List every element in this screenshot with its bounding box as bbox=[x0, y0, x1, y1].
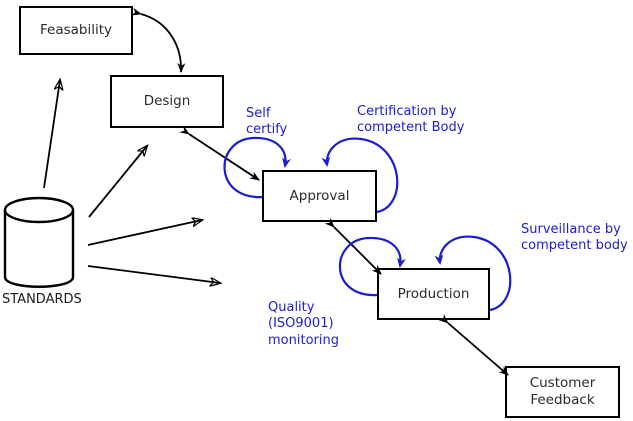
standards-cylinder-icon bbox=[3, 196, 75, 288]
connector-design-to-approval bbox=[179, 125, 260, 181]
annotation-surveillance-by-competent-body: Surveillance by competent body bbox=[521, 222, 628, 254]
annotation-self-certify: Self certify bbox=[246, 106, 288, 138]
annotation-quality-iso9001-monitoring: Quality (ISO9001) monitoring bbox=[268, 300, 339, 348]
connector-approval-to-production bbox=[324, 217, 382, 275]
connector-standards-to-design bbox=[88, 146, 147, 218]
node-approval[interactable]: Approval bbox=[262, 170, 377, 222]
node-feasability[interactable]: Feasability bbox=[19, 6, 133, 55]
connector-production-to-customer-feedback bbox=[438, 314, 509, 376]
node-design[interactable]: Design bbox=[110, 75, 224, 128]
node-customer-feedback[interactable]: Customer Feedback bbox=[505, 366, 620, 418]
connector-feasability-to-design bbox=[131, 7, 186, 73]
node-production-label: Production bbox=[397, 285, 470, 302]
node-feasability-label: Feasability bbox=[39, 22, 112, 39]
loop-self-certify bbox=[223, 136, 291, 199]
loop-quality-iso9001-monitoring bbox=[338, 236, 406, 297]
node-approval-label: Approval bbox=[289, 187, 350, 204]
loop-surveillance-by-competent-body bbox=[434, 235, 512, 312]
node-customer-feedback-label: Customer Feedback bbox=[529, 375, 596, 408]
annotation-certification-by-competent-body: Certification by competent Body bbox=[357, 104, 465, 136]
loop-certification-by-competent-body bbox=[321, 137, 399, 214]
connector-standards-to-feasability bbox=[43, 80, 60, 189]
node-design-label: Design bbox=[143, 93, 191, 110]
node-production[interactable]: Production bbox=[377, 268, 490, 320]
connector-standards-to-approval bbox=[87, 220, 202, 246]
connector-standards-to-production bbox=[87, 265, 220, 283]
datastore-standards-label: STANDARDS bbox=[2, 292, 82, 307]
